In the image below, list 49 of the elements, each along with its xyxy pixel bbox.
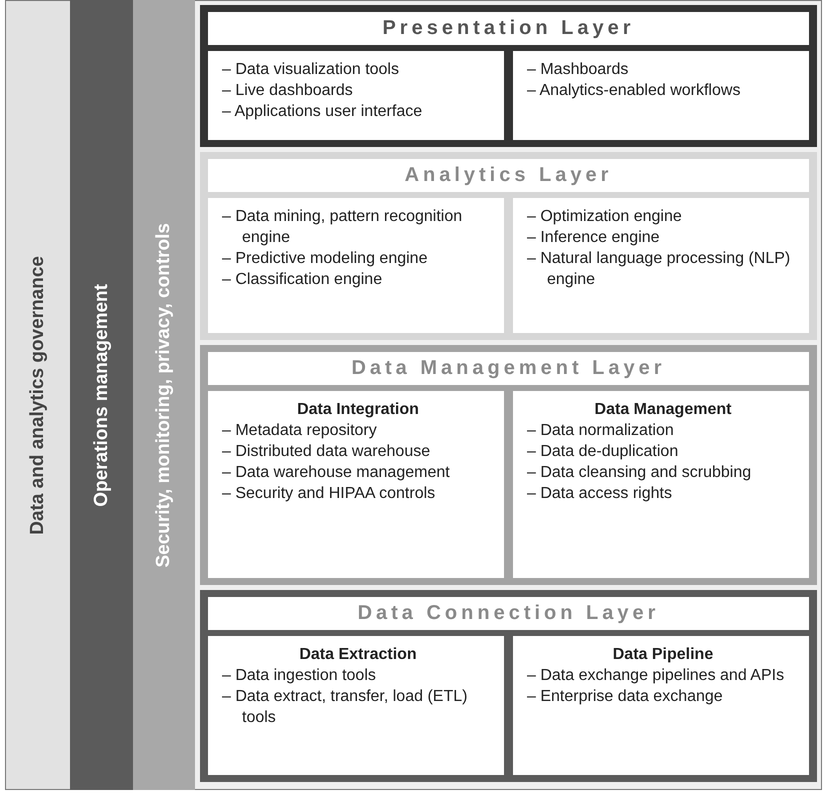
layer-panel [200,5,817,147]
content-box [513,391,809,578]
band-label: Data and analytics governance [27,256,49,534]
layer-panel [200,345,817,585]
list-item: – Live dashboards [222,81,354,101]
list-item: – Enterprise data exchange [527,687,724,707]
list-item: – Natural language processing (NLP) engine [527,249,792,290]
layer-title: Analytics Layer [208,159,809,192]
list-item: – Data warehouse management [222,463,451,483]
layer-title: Presentation Layer [208,12,809,45]
list-item: – Inference engine [527,228,661,248]
list-item: – Data cleansing and scrubbing [527,463,752,483]
vertical-band [5,0,70,790]
box-heading: Data Pipeline [612,645,714,665]
list-item: – Data access rights [527,484,673,504]
box-heading: Data Management [594,400,732,420]
list-item: – Data extract, transfer, load (ETL) tools [222,687,468,728]
list-item: – Data normalization [527,421,675,441]
list-item: – Data exchange pipelines and APIs [527,666,786,686]
layer-title: Data Management Layer [208,352,809,385]
band-label: Operations management [90,284,112,506]
content-box [513,636,809,775]
list-item: – Mashboards [527,60,630,80]
content-box [208,198,504,333]
content-box [208,391,504,578]
list-item: – Analytics-enabled workflows [527,81,742,101]
list-item: – Metadata repository [222,421,378,441]
list-item: – Applications user interface [222,102,424,122]
vertical-band [70,0,133,790]
box-heading: Data Integration [296,400,420,420]
vertical-band [133,0,195,790]
list-item: – Security and HIPAA controls [222,484,436,504]
list-item: – Data ingestion tools [222,666,377,686]
list-item: – Data mining, pattern recognition engine [222,207,464,248]
list-item: – Predictive modeling engine [222,249,428,269]
content-box [208,51,504,140]
list-item: – Distributed data warehouse [222,442,432,462]
box-heading: Data Extraction [298,645,418,665]
content-box [208,636,504,775]
list-item: – Data visualization tools [222,60,400,80]
list-item: – Optimization engine [527,207,683,227]
band-label: Security, monitoring, privacy, controls [153,222,175,568]
content-box [513,198,809,333]
layer-panel [200,152,817,340]
list-item: – Data de-duplication [527,442,680,462]
list-item: – Classification engine [222,270,384,290]
layer-title: Data Connection Layer [208,597,809,630]
content-box [513,51,809,140]
layer-panel [200,590,817,782]
